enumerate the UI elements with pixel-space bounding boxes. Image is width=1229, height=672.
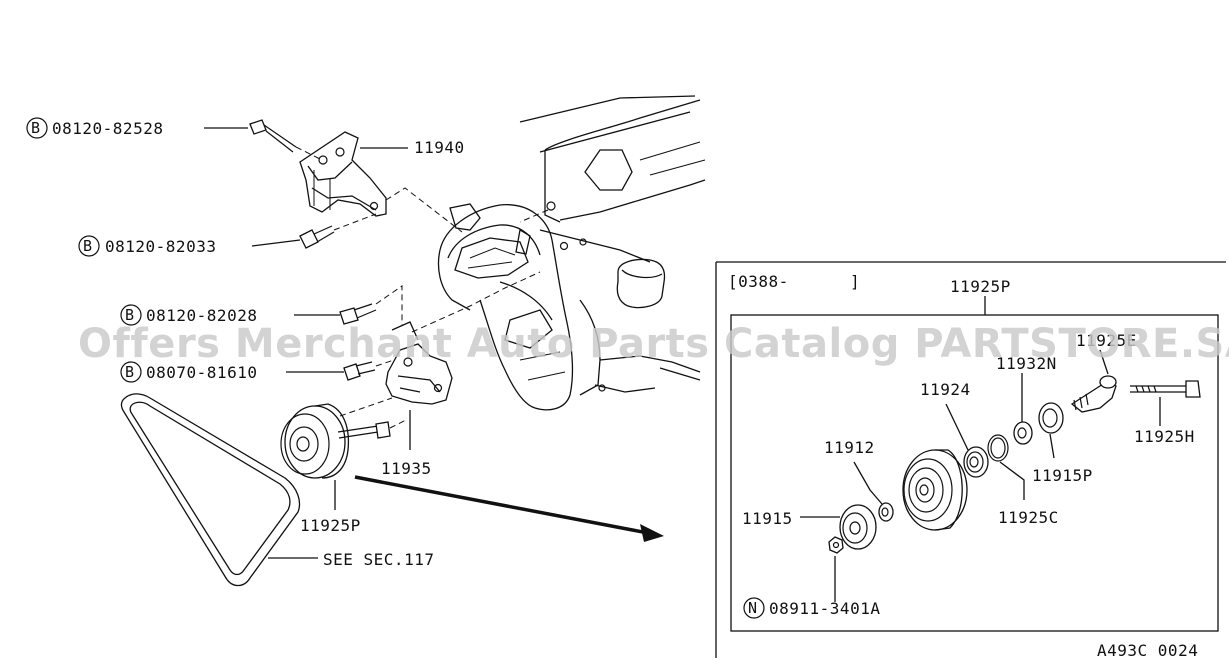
idler-bracket-11935-drawing bbox=[385, 321, 453, 405]
callout-bolt-4: B 08070-81610 bbox=[120, 361, 257, 383]
bolt-3-number: 08120-82028 bbox=[146, 306, 257, 325]
bracket-label: 11940 bbox=[414, 138, 465, 157]
callout-bolt-1: B 08120-82528 bbox=[26, 117, 163, 139]
drive-belt-drawing bbox=[120, 393, 301, 587]
part-11915p-label: 11915P bbox=[1032, 466, 1093, 485]
part-11925h-label: 11925H bbox=[1134, 427, 1195, 446]
idler-bracket-label: 11935 bbox=[381, 459, 432, 478]
figure-code: A493C 0024 bbox=[1097, 641, 1198, 660]
pulley-assembly-label: 11925P bbox=[300, 516, 361, 535]
callout-nut: N 08911-3401A bbox=[743, 597, 880, 619]
callout-bolt-2: B 08120-82033 bbox=[78, 235, 216, 257]
detail-parts-drawing bbox=[828, 375, 1201, 554]
detail-assembly-label: 11925P bbox=[950, 277, 1011, 296]
part-11932n-label: 11932N bbox=[996, 354, 1057, 373]
belt-note: SEE SEC.117 bbox=[323, 550, 434, 569]
callout-bolt-3: B 08120-82028 bbox=[120, 304, 257, 326]
idler-pulley-drawing bbox=[280, 403, 391, 479]
bolt-1-number: 08120-82528 bbox=[52, 119, 163, 138]
bolt-4-number: 08070-81610 bbox=[146, 363, 257, 382]
part-11925e-label: 11925E bbox=[1076, 331, 1137, 350]
bolt-4-prefix: B bbox=[125, 363, 134, 381]
bracket-11940-drawing bbox=[299, 131, 387, 217]
leader-lines bbox=[204, 127, 664, 559]
part-11925c-label: 11925C bbox=[998, 508, 1059, 527]
watermark-text: Offers Merchant Auto Parts Catalog PARTS… bbox=[78, 321, 1229, 367]
nut-prefix: N bbox=[748, 599, 757, 617]
detail-frame bbox=[715, 261, 1226, 658]
part-11915-label: 11915 bbox=[742, 509, 793, 528]
part-11924-label: 11924 bbox=[920, 380, 971, 399]
detail-leader-lines bbox=[800, 349, 1161, 602]
bolt-2-number: 08120-82033 bbox=[105, 237, 216, 256]
part-11912-label: 11912 bbox=[824, 438, 875, 457]
engine-block-drawing bbox=[437, 95, 706, 411]
bolt-drawings bbox=[249, 119, 377, 381]
bolt-3-prefix: B bbox=[125, 306, 134, 324]
nut-number: 08911-3401A bbox=[769, 599, 880, 618]
date-code-close: ] bbox=[850, 272, 860, 291]
bolt-2-prefix: B bbox=[83, 237, 92, 255]
bolt-1-prefix: B bbox=[31, 119, 40, 137]
date-code: [0388- bbox=[728, 272, 789, 291]
